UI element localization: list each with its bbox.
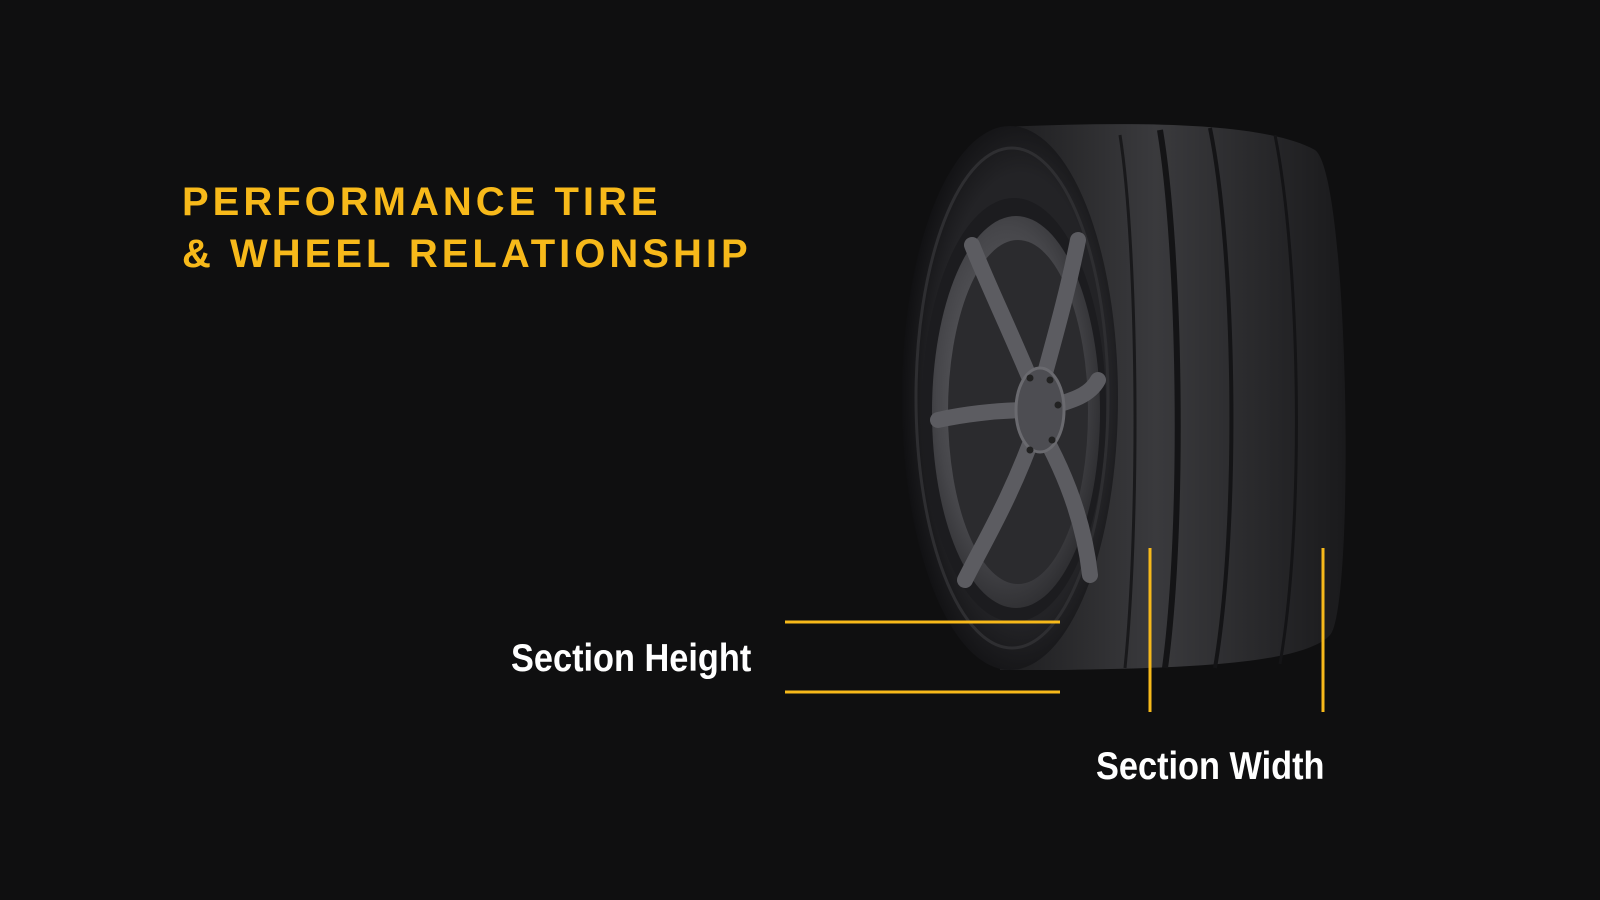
section-height-label: Section Height xyxy=(511,637,752,680)
wheel-rim xyxy=(922,198,1106,622)
title-line-1: PERFORMANCE TIRE xyxy=(182,180,662,224)
section-width-label: Section Width xyxy=(1096,745,1325,788)
title-line-2: & WHEEL RELATIONSHIP xyxy=(182,232,752,276)
wheel-hub xyxy=(1014,366,1066,454)
diagram-title: PERFORMANCE TIRE & WHEEL RELATIONSHIP xyxy=(182,176,752,280)
